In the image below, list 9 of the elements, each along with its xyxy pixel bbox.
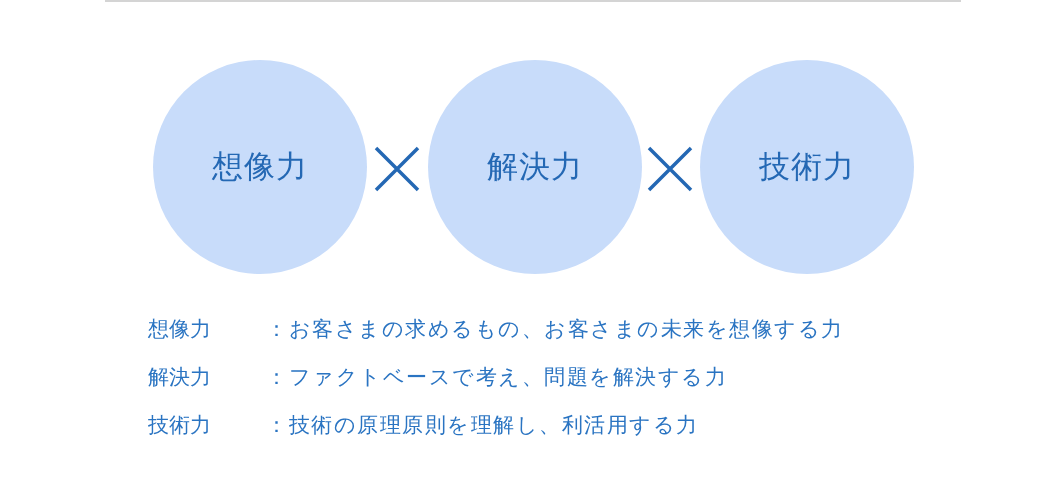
term: 技術力 bbox=[148, 412, 212, 439]
term: 解決力 bbox=[148, 364, 212, 391]
term: 想像力 bbox=[148, 316, 212, 343]
circle-label: 解決力 bbox=[487, 147, 583, 186]
definition-text: ：お客さまの求めるもの、お客さまの未来を想像する力 bbox=[266, 316, 844, 343]
circle-label: 技術力 bbox=[759, 147, 855, 186]
circle-label: 想像力 bbox=[212, 147, 308, 186]
definition-text: ：ファクトベースで考え、問題を解決する力 bbox=[266, 364, 728, 391]
definition-text: ：技術の原理原則を理解し、利活用する力 bbox=[266, 412, 700, 439]
